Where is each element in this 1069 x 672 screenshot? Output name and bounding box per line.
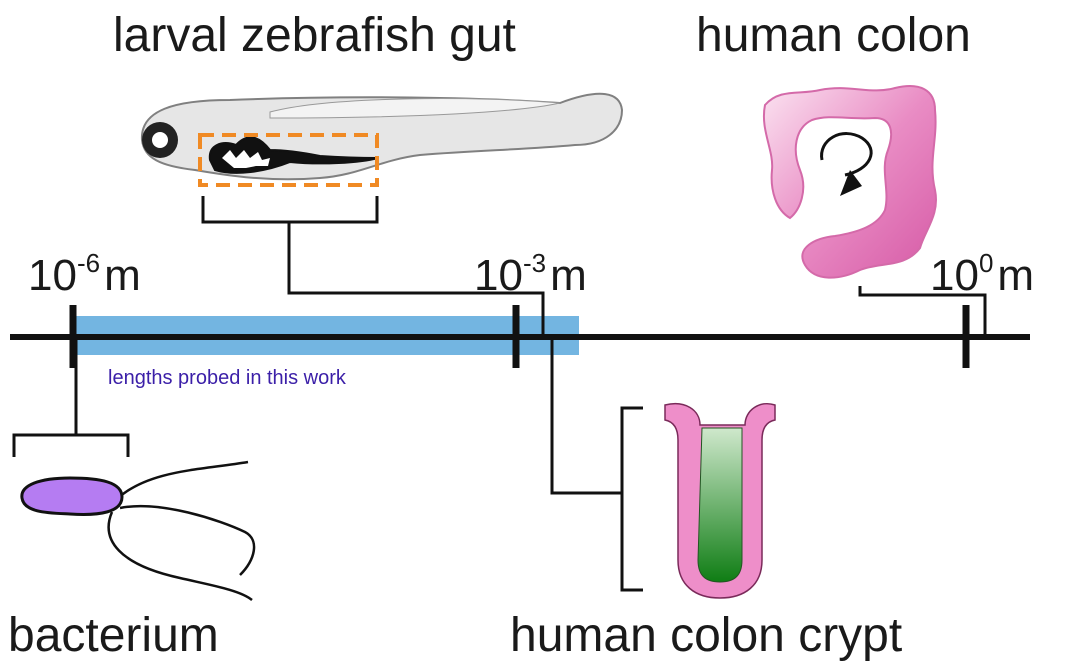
zebrafish-pupil (152, 132, 168, 148)
tick-label-1e-6: 10-6m (28, 250, 141, 298)
crypt-illustration (665, 404, 775, 598)
crypt-bracket (622, 408, 643, 590)
bacterium-flagellum (118, 462, 248, 498)
crypt-label: human colon crypt (510, 612, 902, 660)
colon-illustration (764, 86, 936, 278)
crypt-leader (552, 337, 622, 493)
zebrafish-bracket (203, 196, 377, 222)
zebrafish-label: larval zebrafish gut (113, 12, 516, 60)
zebrafish-illustration (142, 94, 622, 185)
colon-label: human colon (696, 12, 971, 60)
colon-arrow (822, 134, 872, 175)
bacterium-body (22, 478, 122, 514)
bacterium-bracket (14, 435, 128, 457)
bacterium-label: bacterium (8, 612, 219, 660)
bacterium-illustration (22, 462, 254, 600)
crypt-lumen (698, 428, 742, 582)
colon-arrowhead-icon (840, 170, 862, 196)
tick-label-1e0: 100m (930, 250, 1034, 298)
probed-range-label: lengths probed in this work (108, 368, 346, 388)
tick-label-1e-3: 10-3m (474, 250, 587, 298)
